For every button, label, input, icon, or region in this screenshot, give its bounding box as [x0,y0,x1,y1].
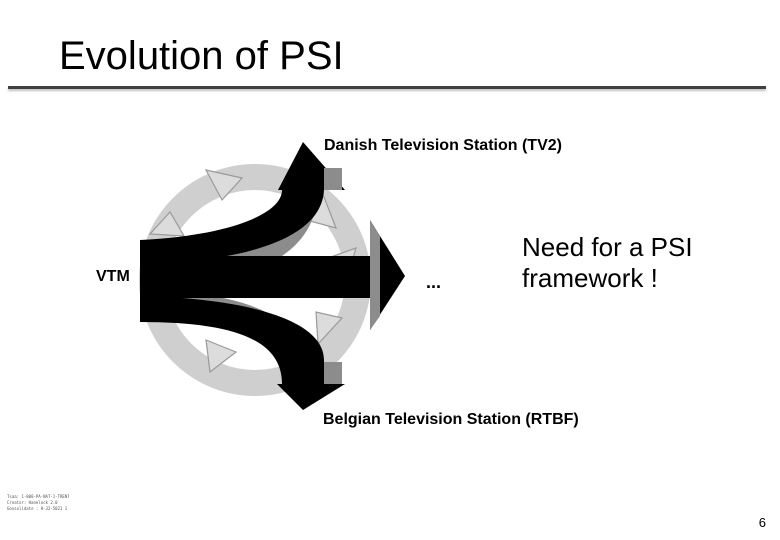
ellipsis-label: ... [426,272,441,293]
vtm-label: VTM [96,268,130,286]
footer-line: Gonsolidate : H-32-5021 1 1 [7,506,69,512]
main-arrowhead-shade [370,220,380,330]
footer-info-box: Tsaa: 1-800-PA-NAT-1-TRENT Creator: Hane… [7,494,69,516]
arrowhead-bottom [277,384,345,410]
arrowhead-top-shade [324,168,342,190]
psi-framework-callout: Need for a PSI framework ! [522,232,732,294]
tv2-label: Danish Television Station (TV2) [324,137,562,155]
rtbf-label: Belgian Television Station (RTBF) [323,411,579,429]
page-number: 6 [759,515,766,530]
arrowhead-bottom-shade [324,362,342,384]
main-arrow-shaft [140,256,372,298]
